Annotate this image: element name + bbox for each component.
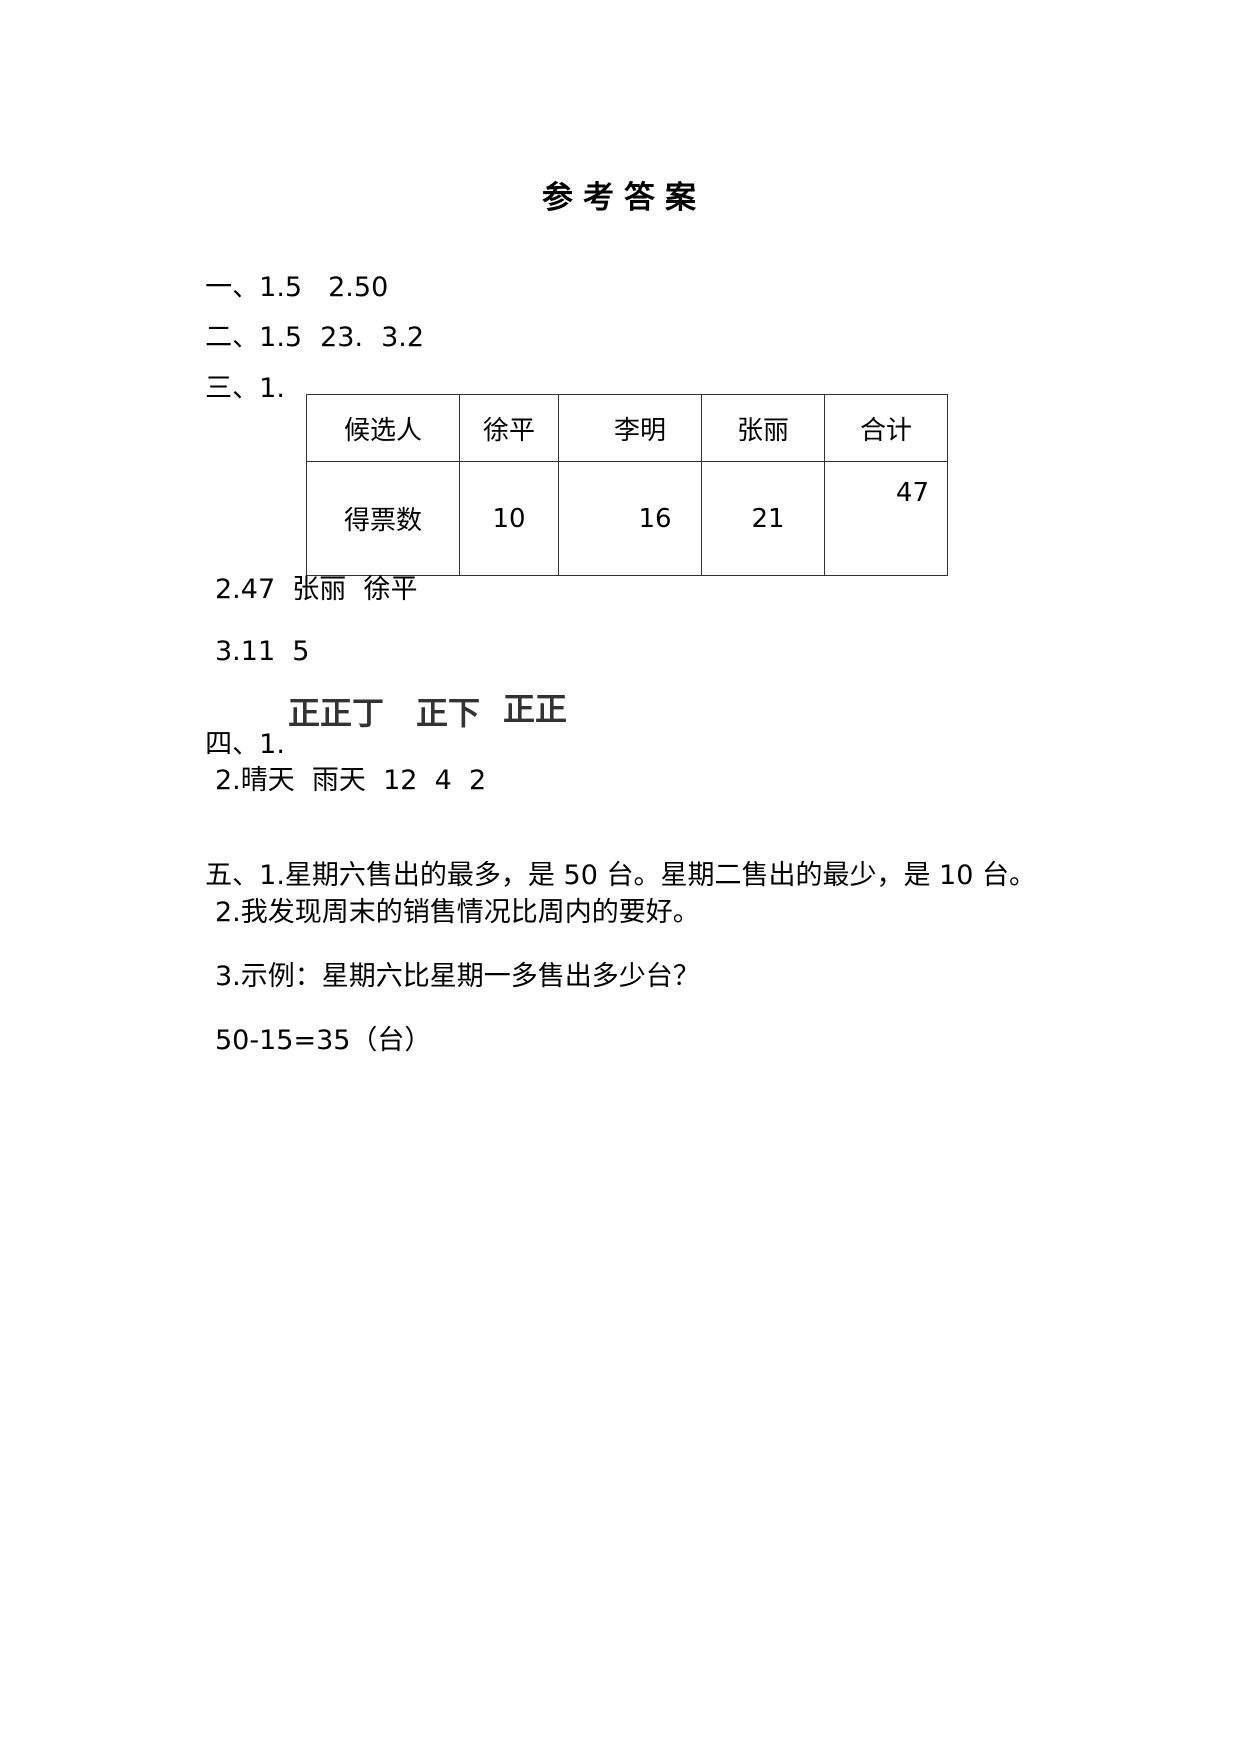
section-4-q1-label: 1. — [259, 729, 285, 760]
table-header-row: 候选人 徐平 李明 张丽 合计 — [306, 394, 948, 462]
section-4-q2: 2.晴天 雨天 12 4 2 — [215, 765, 487, 796]
section-1-answer-2: 2.50 — [328, 272, 389, 303]
section-3-q2: 2.47 张丽 徐平 — [215, 574, 418, 605]
table-cell: 得票数 — [306, 461, 460, 576]
tally-marks-2: 正下 — [416, 694, 481, 732]
section-4: 四、1. — [188, 704, 285, 758]
section-5-q2: 2.我发现周末的销售情况比周内的要好。 — [215, 897, 700, 928]
tally-marks-3: 正正 — [503, 690, 568, 728]
table-cell: 47 — [824, 461, 948, 576]
table-cell: 10 — [459, 461, 559, 576]
section-5-q3: 3.示例：星期六比星期一多售出多少台？ — [215, 961, 700, 992]
tally-marks-1: 正正丁 — [288, 694, 385, 732]
section-2-answer-1: 1.5 — [259, 322, 303, 353]
section-3-q1-label: 1. — [259, 373, 285, 404]
page-title: 参考答案 — [542, 180, 706, 216]
section-3: 三、1. — [188, 348, 285, 402]
section-2-label: 二、 — [205, 322, 260, 353]
vote-table: 候选人 徐平 李明 张丽 合计 得票数 10 16 21 47 — [306, 394, 948, 576]
section-2-answer-2: 23. — [320, 322, 364, 353]
section-4-label: 四、 — [205, 729, 260, 760]
section-5: 五、1.星期六售出的最多，是 50 台。星期二售出的最少，是 10 台。 — [188, 835, 1036, 889]
section-5-q1: 1.星期六售出的最多，是 50 台。星期二售出的最少，是 10 台。 — [259, 860, 1036, 891]
table-cell: 16 — [558, 461, 702, 576]
section-3-label: 三、 — [205, 373, 260, 404]
section-1: 一、1.5 2.50 — [188, 247, 388, 301]
table-cell: 张丽 — [701, 394, 825, 462]
table-cell: 徐平 — [459, 394, 559, 462]
section-3-q3: 3.11 5 — [215, 636, 310, 667]
table-row: 得票数 10 16 21 47 — [306, 461, 948, 576]
table-cell: 21 — [701, 461, 825, 576]
table-cell: 候选人 — [306, 394, 460, 462]
section-1-label: 一、 — [205, 272, 260, 303]
section-5-q3-answer: 50-15=35（台） — [215, 1025, 432, 1056]
section-2: 二、1.5 23. 3.2 — [188, 297, 424, 351]
table-cell: 合计 — [824, 394, 948, 462]
section-1-answer-1: 1.5 — [259, 272, 303, 303]
section-2-answer-3: 3.2 — [381, 322, 425, 353]
section-5-label: 五、 — [205, 860, 260, 891]
table-cell: 李明 — [558, 394, 702, 462]
